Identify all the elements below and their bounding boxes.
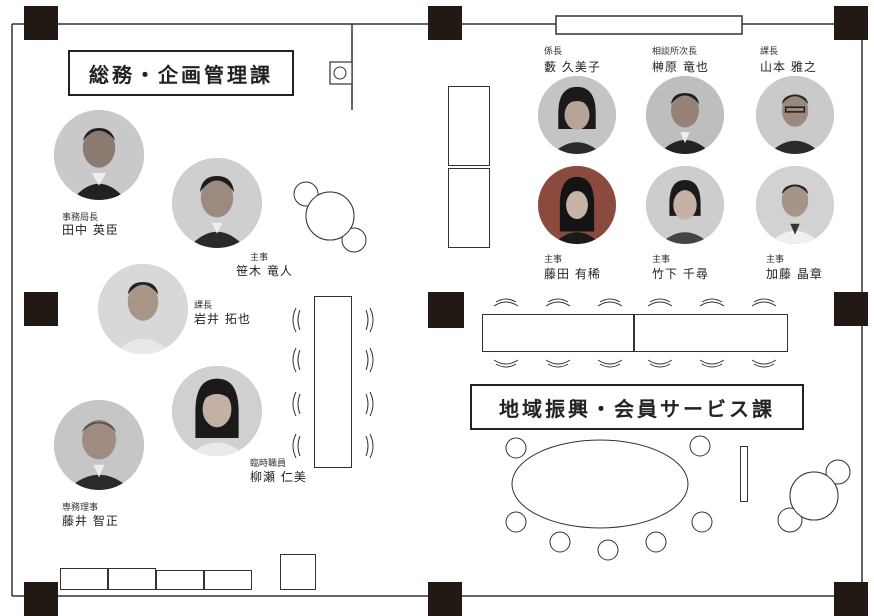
- staff-role: 臨時職員: [250, 459, 287, 469]
- staff-role: 相談所次長: [652, 47, 698, 57]
- staff-photo: [172, 158, 262, 248]
- desk: [482, 314, 634, 352]
- pillar: [834, 582, 868, 616]
- staff-role: 専務理事: [62, 503, 99, 513]
- cabinet: [280, 554, 316, 590]
- staff-name: 田中 英臣: [62, 223, 119, 237]
- pillar: [428, 582, 462, 616]
- cabinet: [108, 568, 156, 590]
- staff-role: 主事: [544, 255, 563, 265]
- staff-name: 藪 久美子: [544, 60, 601, 74]
- section-sign-left: 総務・企画管理課: [68, 50, 294, 96]
- pillar: [24, 6, 58, 40]
- pillar: [428, 292, 464, 328]
- staff-role: 課長: [760, 47, 779, 57]
- desk: [314, 296, 352, 468]
- staff-role: 主事: [250, 253, 269, 263]
- staff-name: 榊原 竜也: [652, 60, 709, 74]
- staff-name: 岩井 拓也: [194, 312, 251, 326]
- staff-role: 事務局長: [62, 213, 99, 223]
- staff-name: 藤井 智正: [62, 514, 119, 528]
- staff-photo: [54, 110, 144, 200]
- pillar: [834, 6, 868, 40]
- staff-name: 山本 雅之: [760, 60, 817, 74]
- staff-role: 係長: [544, 47, 563, 57]
- desk: [634, 314, 788, 352]
- staff-role: 課長: [194, 301, 213, 311]
- shelf: [448, 168, 490, 248]
- cabinet: [60, 568, 108, 590]
- staff-photo: [98, 264, 188, 354]
- cabinet: [204, 570, 252, 590]
- staff-photo: [756, 76, 834, 154]
- staff-name: 藤田 有稀: [544, 267, 601, 281]
- staff-name: 柳瀬 仁美: [250, 470, 307, 484]
- pillar: [834, 292, 868, 326]
- staff-role: 主事: [652, 255, 671, 265]
- cabinet: [156, 570, 204, 590]
- staff-photo: [538, 76, 616, 154]
- staff-name: 笹木 竜人: [236, 264, 293, 278]
- staff-photo: [646, 166, 724, 244]
- staff-photo: [646, 76, 724, 154]
- staff-name: 加藤 晶章: [766, 267, 823, 281]
- pillar: [24, 292, 58, 326]
- staff-name: 竹下 千尋: [652, 267, 709, 281]
- pillar: [428, 6, 462, 40]
- section-sign-right: 地域振興・会員サービス課: [470, 384, 804, 430]
- staff-photo: [172, 366, 262, 456]
- staff-photo: [756, 166, 834, 244]
- staff-role: 主事: [766, 255, 785, 265]
- shelf: [448, 86, 490, 166]
- meeting-table: [511, 439, 689, 529]
- pillar: [24, 582, 58, 616]
- staff-photo: [538, 166, 616, 244]
- screen-stand: [740, 446, 748, 502]
- chair: [292, 307, 374, 459]
- door-icon: [329, 61, 353, 85]
- staff-photo: [54, 400, 144, 490]
